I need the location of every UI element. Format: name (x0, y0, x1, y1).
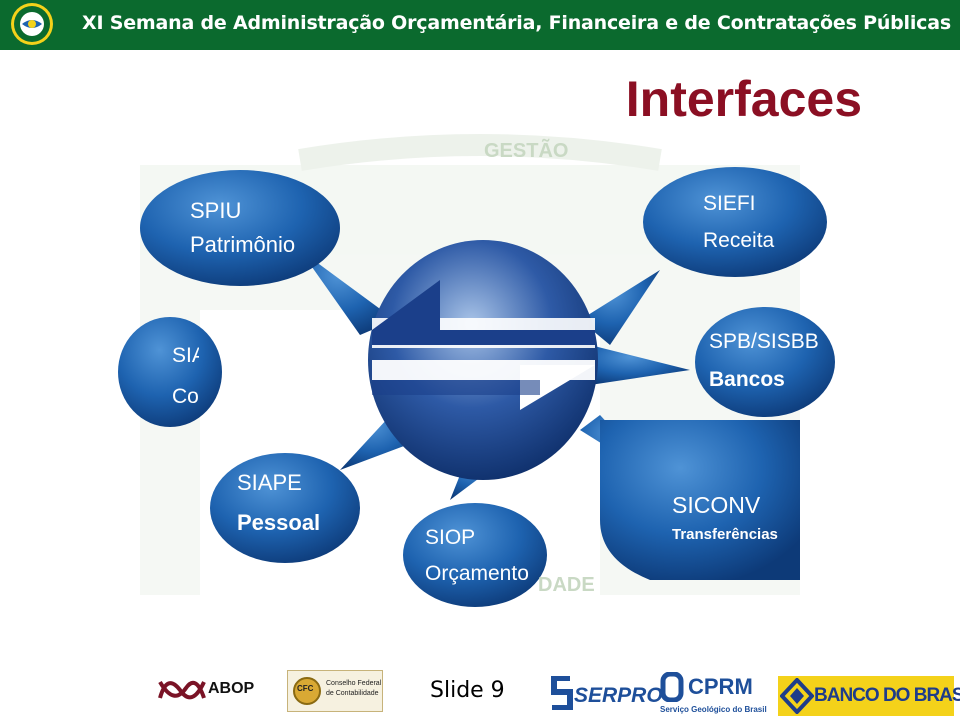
cprm-subtitle: Serviço Geológico do Brasil (660, 705, 767, 714)
watermark-text-bottom: DADE (538, 574, 595, 596)
abop-logo-icon (158, 680, 206, 700)
bidirectional-arrows-icon (368, 240, 598, 480)
node-spb (590, 307, 835, 417)
siop-area-label: Orçamento (425, 562, 529, 585)
node-siefi (580, 167, 827, 345)
interfaces-diagram: GESTÃO DADE SPIU Patrimônio SIEFI Receit… (0, 130, 960, 630)
siop-system-label: SIOP (425, 526, 476, 549)
spb-system-label: SPB/SISBB (709, 330, 819, 353)
cfc-logo-text: CFC (297, 684, 314, 693)
siconv-system-label: SICONV (672, 492, 761, 518)
diagram-graphics (118, 134, 835, 607)
serpro-logo: SERPRO (550, 675, 663, 716)
banco-do-brasil-logo-icon (780, 678, 814, 714)
watermark-text-top: GESTÃO (484, 140, 569, 162)
sia-system-label: SIA (172, 344, 199, 367)
banco-do-brasil-logo-text: BANCO DO BRASIL (814, 685, 960, 706)
brazil-flag-seal-icon (11, 3, 53, 45)
spiu-system-label: SPIU (190, 198, 242, 223)
cfc-subtitle-2: de Contabilidade (326, 690, 379, 697)
banco-do-brasil-logo: BANCO DO BRASIL (778, 676, 960, 716)
serpro-logo-text: SERPRO (574, 684, 663, 707)
spiu-area-label: Patrimônio (190, 232, 296, 257)
event-title: XI Semana de Administração Orçamentária,… (82, 12, 951, 34)
sia-area-label: Co (172, 385, 199, 408)
node-siconv (580, 415, 800, 580)
cfc-logo: CFC Conselho Federal de Contabilidade (287, 670, 383, 712)
header-bar: XI Semana de Administração Orçamentária,… (0, 0, 960, 50)
serpro-logo-icon (551, 675, 573, 711)
abop-logo: ABOP (152, 668, 262, 712)
siconv-area-label: Transferências (672, 526, 778, 543)
abop-logo-text: ABOP (208, 680, 255, 697)
siape-area-label: Pessoal (237, 510, 321, 535)
cfc-subtitle-1: Conselho Federal (326, 680, 382, 687)
cprm-logo-text: CPRM (688, 674, 753, 699)
siape-system-label: SIAPE (237, 470, 302, 495)
cprm-logo-icon (660, 671, 684, 703)
slide-number: Slide 9 (430, 678, 505, 703)
cfc-logo-icon (293, 677, 321, 705)
spb-area-label: Bancos (709, 368, 785, 391)
slide-title: Interfaces (625, 71, 862, 127)
siefi-area-label: Receita (703, 229, 775, 252)
cprm-logo: CPRM Serviço Geológico do Brasil (660, 671, 767, 718)
siefi-system-label: SIEFI (703, 192, 756, 215)
node-sia (118, 317, 222, 427)
node-spiu (140, 170, 395, 335)
